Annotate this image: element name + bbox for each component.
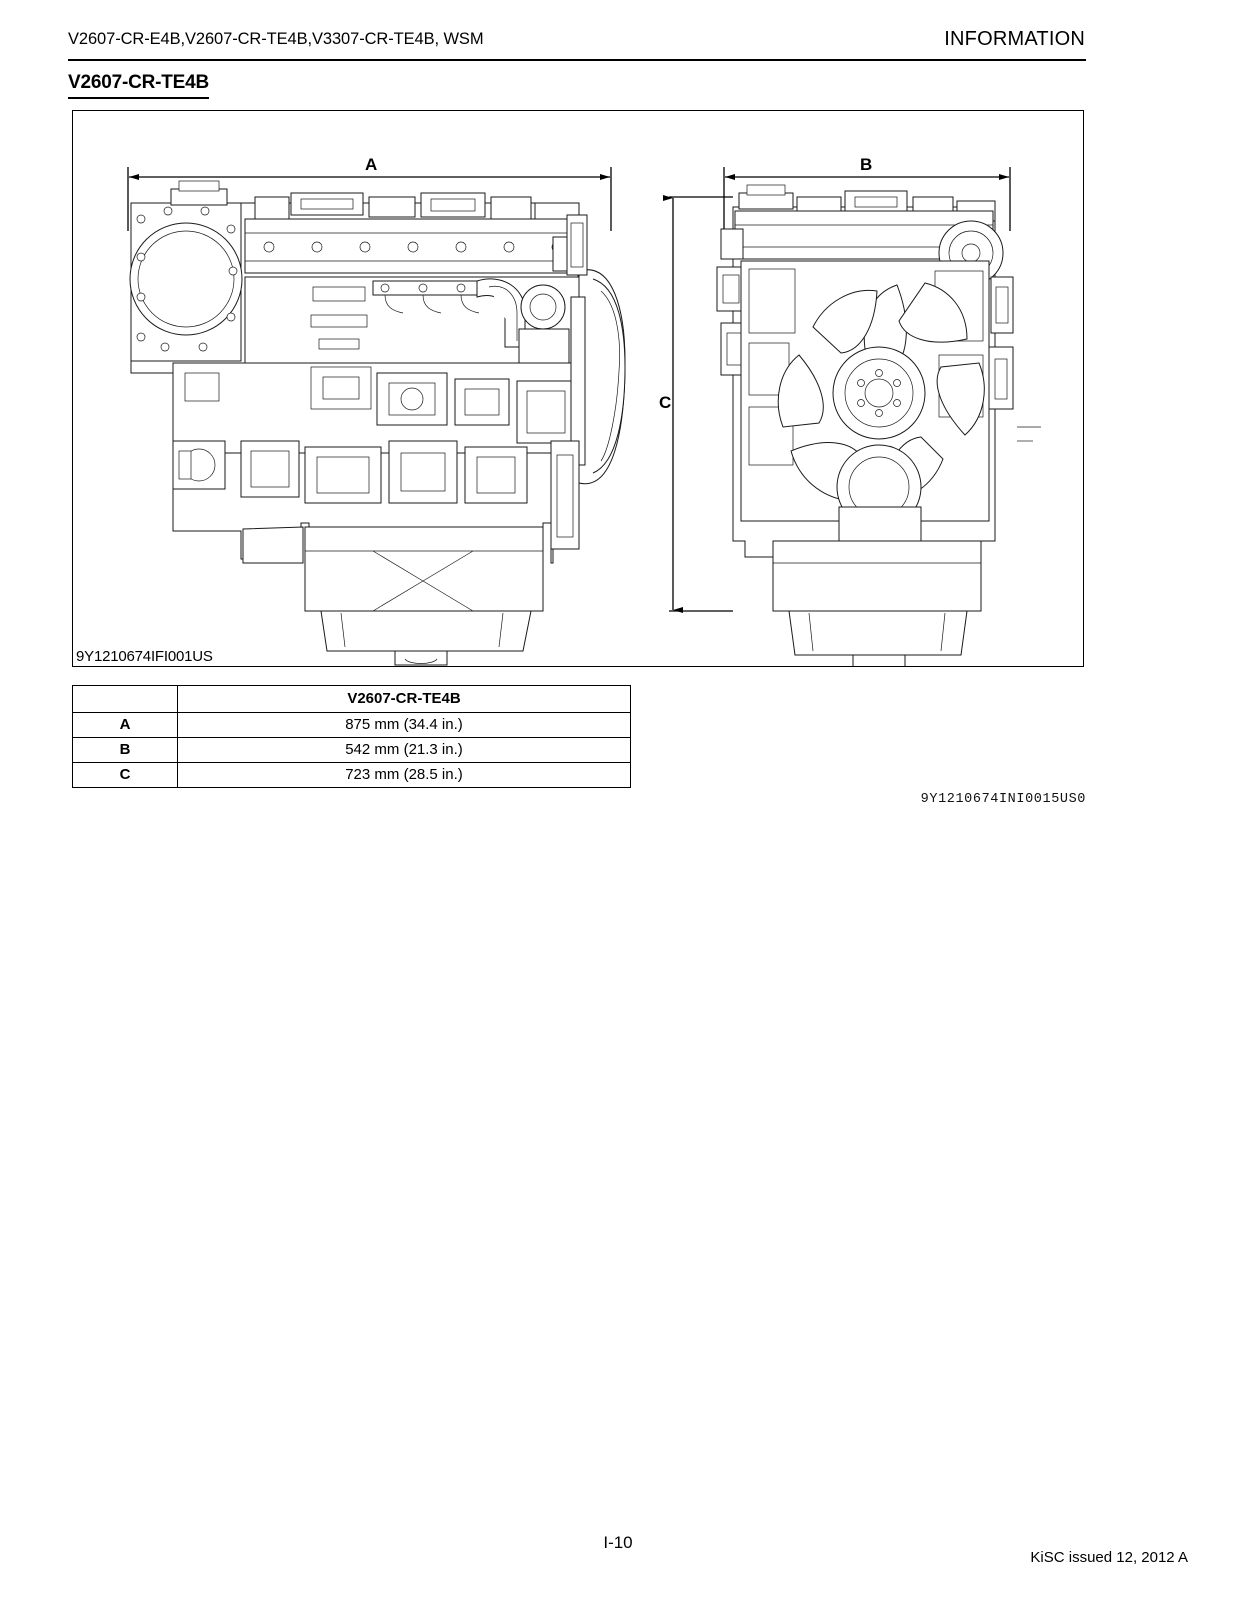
engine-side-view (129, 180, 626, 666)
dimension-b-line (723, 167, 1011, 231)
cooling-fan (777, 282, 985, 502)
header-divider (68, 59, 1086, 61)
dimension-label-b: B (860, 155, 873, 174)
dimension-c-line (663, 195, 733, 613)
engine-drawing (127, 167, 1041, 666)
figure-caption: 9Y1210674IFI001US (76, 648, 213, 665)
page-title: V2607-CR-TE4B (68, 72, 209, 99)
table-row-value: 723 mm (28.5 in.) (177, 762, 631, 788)
engine-dimension-figure: A B C (72, 110, 1084, 667)
page-number: I-10 (603, 1533, 633, 1552)
header-section-name: INFORMATION (944, 28, 1085, 50)
table-header-row: V2607-CR-TE4B (72, 685, 631, 713)
table-header-key (72, 685, 178, 713)
table-row-key: B (72, 737, 178, 763)
table-row: C 723 mm (28.5 in.) (72, 762, 631, 788)
table-row: B 542 mm (21.3 in.) (72, 737, 631, 763)
document-code: 9Y1210674INI0015US0 (920, 792, 1086, 807)
table-row: A 875 mm (34.4 in.) (72, 712, 631, 738)
footer-issue-note: KiSC issued 12, 2012 A (1030, 1549, 1188, 1566)
table-row-key: A (72, 712, 178, 738)
table-row-value: 542 mm (21.3 in.) (177, 737, 631, 763)
dimension-a-line (127, 167, 612, 231)
dimension-table: V2607-CR-TE4B A 875 mm (34.4 in.) B 542 … (72, 685, 631, 788)
dimension-label-a: A (365, 155, 378, 174)
table-header-model: V2607-CR-TE4B (177, 685, 631, 713)
table-row-value: 875 mm (34.4 in.) (177, 712, 631, 738)
engine-front-view (716, 184, 1041, 666)
page-header: V2607-CR-E4B,V2607-CR-TE4B,V3307-CR-TE4B… (68, 28, 1085, 60)
table-row-key: C (72, 762, 178, 788)
dimension-label-c: C (659, 393, 672, 412)
header-model-list: V2607-CR-E4B,V2607-CR-TE4B,V3307-CR-TE4B… (68, 30, 484, 48)
